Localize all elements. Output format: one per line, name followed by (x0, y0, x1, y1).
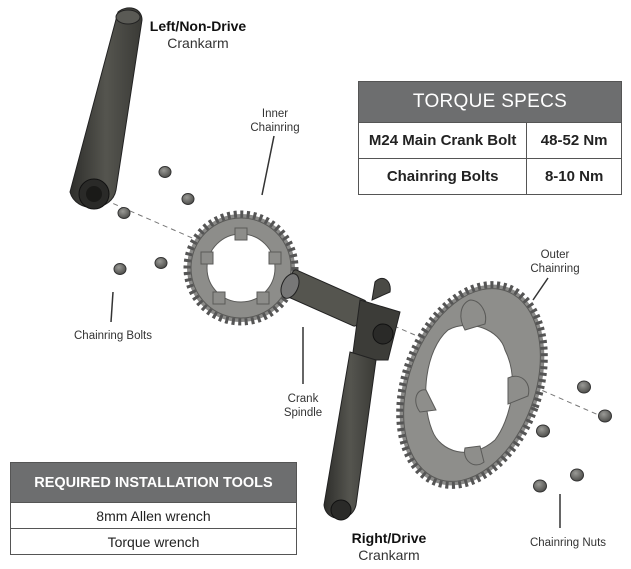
outer-chainring-label-line1: Outer (540, 249, 570, 261)
inner-chainring-label: Inner Chainring (240, 107, 310, 135)
torque-part-cell: Chainring Bolts (357, 158, 528, 195)
outer-chainring-graphic (396, 281, 548, 489)
chainring-nuts-label-text: Chainring Nuts (529, 537, 607, 549)
torque-value-cell: 48-52 Nm (526, 122, 622, 159)
chainring-nuts-label: Chainring Nuts (516, 536, 620, 550)
inner-chainring-label-line1: Inner (261, 108, 289, 120)
tool-item: 8mm Allen wrench (10, 502, 297, 529)
right-crankarm-label: Right/Drive Crankarm (334, 530, 444, 564)
chainring-bolts-graphic (113, 166, 195, 275)
table-row: Chainring Bolts 8-10 Nm (357, 158, 622, 195)
torque-part-cell: M24 Main Crank Bolt (357, 122, 528, 159)
inner-chainring-graphic (183, 210, 299, 326)
outer-chainring-label-line2: Chainring (530, 263, 580, 275)
crank-spindle-label-line2: Spindle (283, 407, 323, 419)
table-row: 8mm Allen wrench (10, 502, 297, 529)
torque-specs-table: TORQUE SPECS M24 Main Crank Bolt 48-52 N… (357, 81, 622, 195)
crank-spindle-label: Crank Spindle (270, 392, 336, 420)
required-tools-title: REQUIRED INSTALLATION TOOLS (10, 462, 297, 503)
left-crankarm-title: Left/Non-Drive (149, 18, 247, 34)
left-crankarm-label: Left/Non-Drive Crankarm (140, 18, 256, 52)
required-tools-table: REQUIRED INSTALLATION TOOLS 8mm Allen wr… (10, 462, 297, 555)
leader-lines (110, 135, 561, 528)
inner-chainring-label-line2: Chainring (250, 122, 300, 134)
right-crankarm-subtitle: Crankarm (358, 547, 420, 563)
right-crankarm-graphic (280, 269, 401, 521)
right-crankarm-title: Right/Drive (351, 530, 427, 546)
chainring-bolts-label-text: Chainring Bolts (74, 330, 152, 342)
tool-item: Torque wrench (10, 528, 297, 555)
table-row: M24 Main Crank Bolt 48-52 Nm (357, 122, 622, 159)
torque-specs-title: TORQUE SPECS (358, 81, 622, 123)
outer-chainring-label: Outer Chainring (520, 248, 590, 276)
chainring-nuts-graphic (533, 380, 612, 493)
left-crankarm-graphic (69, 7, 143, 210)
chainring-bolts-label: Chainring Bolts (48, 329, 178, 343)
crank-spindle-label-line1: Crank (287, 393, 319, 405)
table-row: Torque wrench (10, 528, 297, 555)
left-crankarm-subtitle: Crankarm (167, 35, 229, 51)
torque-value-cell: 8-10 Nm (526, 158, 622, 195)
